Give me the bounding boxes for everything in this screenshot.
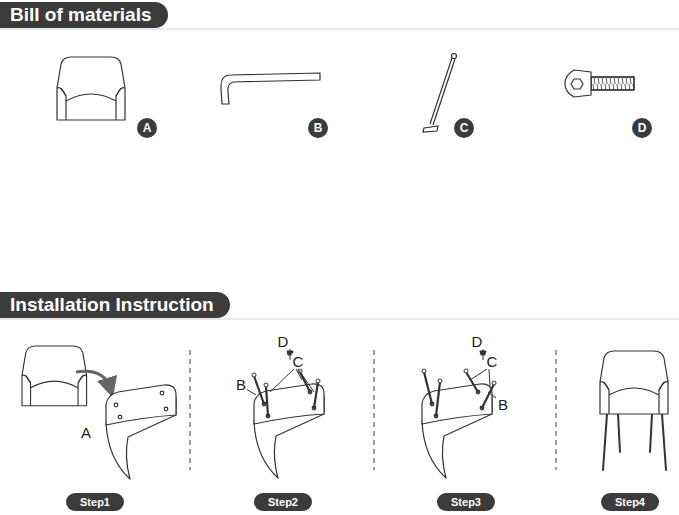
part-letter: C: [292, 354, 305, 369]
part-letter: B: [497, 397, 509, 412]
label-text: Step4: [615, 496, 645, 508]
part-letter: C: [486, 354, 499, 369]
label-text: Step2: [268, 496, 298, 508]
callout-letter: A: [137, 118, 157, 138]
callout-letter: C: [454, 118, 474, 138]
section-header: Bill of materials: [0, 2, 168, 28]
part-letter: B: [235, 377, 247, 392]
label-text: Step1: [80, 496, 110, 508]
label-text: A: [143, 121, 152, 135]
label-text: Installation Instruction: [10, 294, 214, 316]
section-header: Installation Instruction: [0, 292, 230, 318]
label-text: B: [314, 121, 323, 135]
step-label: Step2: [254, 493, 312, 511]
step-label: Step4: [601, 493, 659, 511]
label-text: Step3: [451, 496, 481, 508]
label-text: Bill of materials: [10, 4, 152, 26]
callout-letter: D: [632, 118, 652, 138]
part-letter: D: [277, 334, 290, 349]
label-text: D: [638, 121, 647, 135]
part-letter: D: [471, 334, 484, 349]
part-letter: A: [80, 425, 92, 440]
step-label: Step1: [66, 493, 124, 511]
callout-letter: B: [308, 118, 328, 138]
step-label: Step3: [437, 493, 495, 511]
label-text: C: [460, 121, 469, 135]
